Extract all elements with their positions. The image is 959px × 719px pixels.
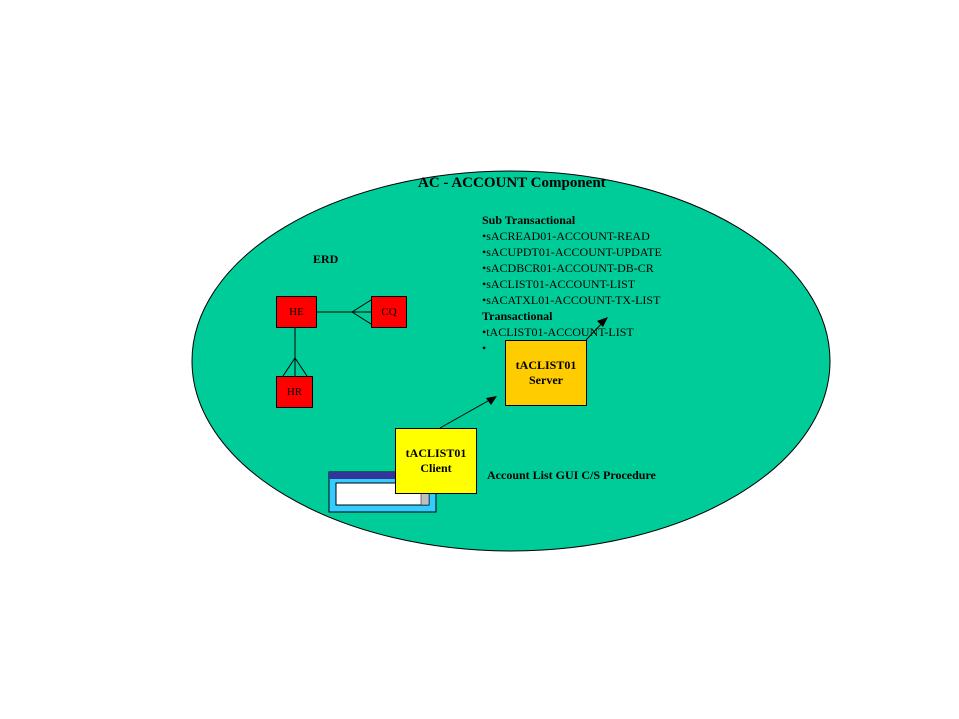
entity-he-label: HE [289,306,304,318]
procedure-label: Account List GUI C/S Procedure [487,468,656,482]
service-item: • [482,341,487,355]
services-list: Sub Transactional •sACREAD01-ACCOUNT-REA… [482,212,662,356]
client-name: tACLIST01 [405,446,467,460]
client-to-server-arrow [439,396,497,429]
service-item: •sACLIST01-ACCOUNT-LIST [482,277,636,291]
entity-cq-label: CQ [381,306,397,318]
service-item: •tACLIST01-ACCOUNT-LIST [482,325,634,339]
client-label: Client [420,461,452,475]
client-box: tACLIST01 Client [395,428,477,494]
sub-transactional-heading: Sub Transactional [482,213,576,227]
server-to-services-arrow [585,317,608,341]
entity-cq: CQ [371,296,407,328]
erd-relationship-he-hr [282,328,308,377]
transactional-heading: Transactional [482,309,553,323]
service-item: •sACDBCR01-ACCOUNT-DB-CR [482,261,654,275]
entity-hr: HR [276,376,313,408]
service-item: •sACATXL01-ACCOUNT-TX-LIST [482,293,661,307]
erd-relationship-he-cq [317,299,372,325]
erd-label: ERD [313,252,339,266]
component-title: AC - ACCOUNT Component [418,175,606,191]
server-name: tACLIST01 [515,358,577,372]
service-item: •sACUPDT01-ACCOUNT-UPDATE [482,245,662,259]
service-item: •sACREAD01-ACCOUNT-READ [482,229,650,243]
entity-he: HE [276,296,317,328]
server-label: Server [529,373,563,387]
entity-hr-label: HR [286,386,303,398]
server-box: tACLIST01 Server [505,340,587,406]
